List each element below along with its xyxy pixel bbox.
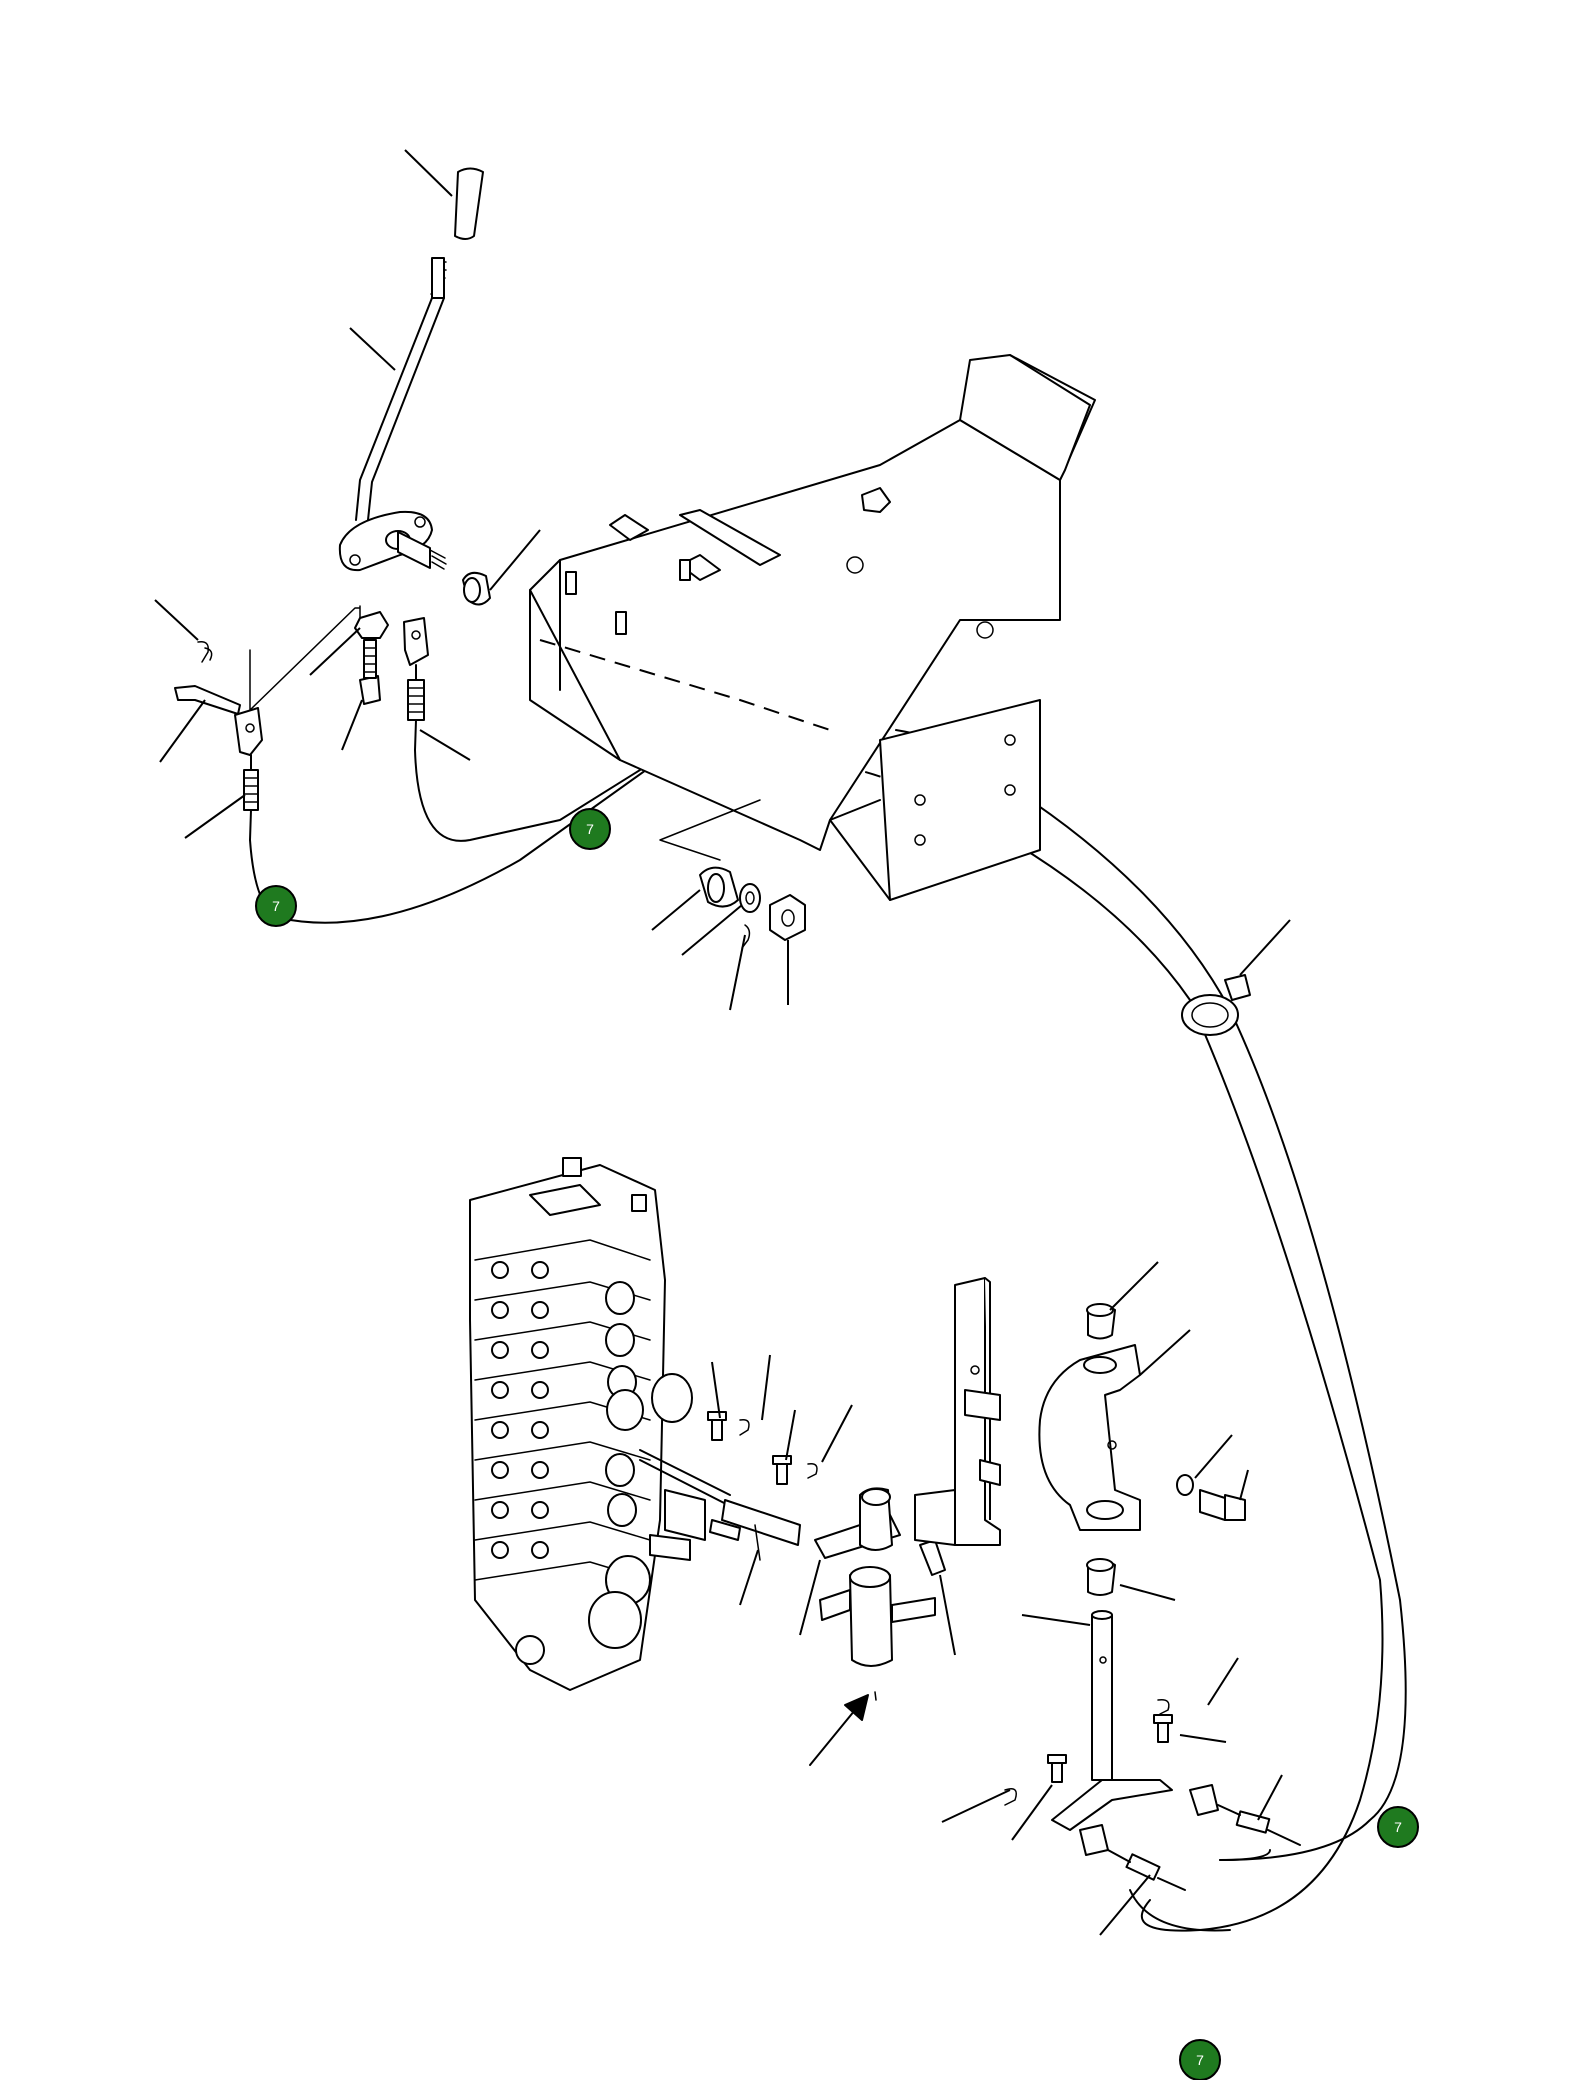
clevis-pin-upper xyxy=(174,685,241,715)
nut-upper xyxy=(354,611,389,639)
cable-long-inner xyxy=(889,779,1384,1932)
cotter-pin-bottom-2 xyxy=(1157,1698,1170,1715)
badge-label: 7 xyxy=(272,898,280,914)
cotter-pin-middle xyxy=(741,924,751,949)
badge-label: 7 xyxy=(1394,1819,1402,1835)
shaft-lever-arms xyxy=(1051,1779,1173,1831)
badge-upper-left: 7 xyxy=(255,885,297,927)
clamp-ring xyxy=(1181,994,1239,1036)
badge-label: 7 xyxy=(1196,2052,1204,2068)
cable-end-bottom-right xyxy=(1235,1810,1271,1834)
clevis-right xyxy=(403,617,429,666)
link-arm xyxy=(721,1499,801,1546)
badge-bottom: 7 xyxy=(1179,2039,1221,2080)
control-valve-block xyxy=(469,1157,706,1691)
yoke-bracket xyxy=(1038,1344,1141,1531)
cable-left xyxy=(249,759,661,924)
leader-lines xyxy=(154,149,1291,1936)
lever-rod xyxy=(355,297,445,521)
clevis-bottom-right xyxy=(1189,1784,1219,1816)
vertical-shaft xyxy=(1091,1614,1113,1781)
cotter-pin-lower-2 xyxy=(807,1462,818,1479)
cable-end-bottom-left xyxy=(1125,1853,1161,1881)
badge-lower-right: 7 xyxy=(1377,1806,1419,1848)
lever-shaft xyxy=(397,531,431,569)
cotter-pin-bottom-1 xyxy=(1004,1788,1017,1806)
frame-upright-plate xyxy=(879,699,1041,901)
cable-end-left xyxy=(243,769,259,811)
badge-upper-center: 7 xyxy=(569,808,611,850)
valve-ports xyxy=(491,1261,549,1665)
control-cables xyxy=(249,723,1407,1932)
upper-linkage-parts xyxy=(174,605,429,841)
washer-middle xyxy=(739,883,761,913)
washer-yoke xyxy=(1176,1474,1194,1496)
badge-label: 7 xyxy=(586,821,594,837)
cable-right xyxy=(414,749,641,842)
yoke-assembly xyxy=(914,1277,1301,1891)
bolt-upper xyxy=(359,675,381,705)
middle-hardware xyxy=(699,866,806,949)
bolt-lower-2 xyxy=(776,1461,788,1485)
clevis-bottom-left xyxy=(1079,1824,1109,1856)
cotter-pin-upper xyxy=(197,640,213,663)
control-lever-assembly xyxy=(338,167,491,606)
bolt-lower-1 xyxy=(711,1417,723,1441)
assembly-arrow xyxy=(809,1709,856,1766)
cable-end-right xyxy=(407,679,425,721)
frame-bracket xyxy=(529,354,1096,901)
lower-linkage xyxy=(639,1411,946,1766)
cable-clamp xyxy=(1181,974,1251,1036)
cable-long-outer xyxy=(939,744,1407,1861)
nut-middle xyxy=(769,894,806,941)
lever-knob xyxy=(454,167,484,240)
bolt-yoke xyxy=(1199,1489,1226,1521)
roll-pin xyxy=(919,1539,946,1576)
cotter-pin-lower-1 xyxy=(739,1418,750,1436)
valve-spools xyxy=(588,1281,693,1649)
